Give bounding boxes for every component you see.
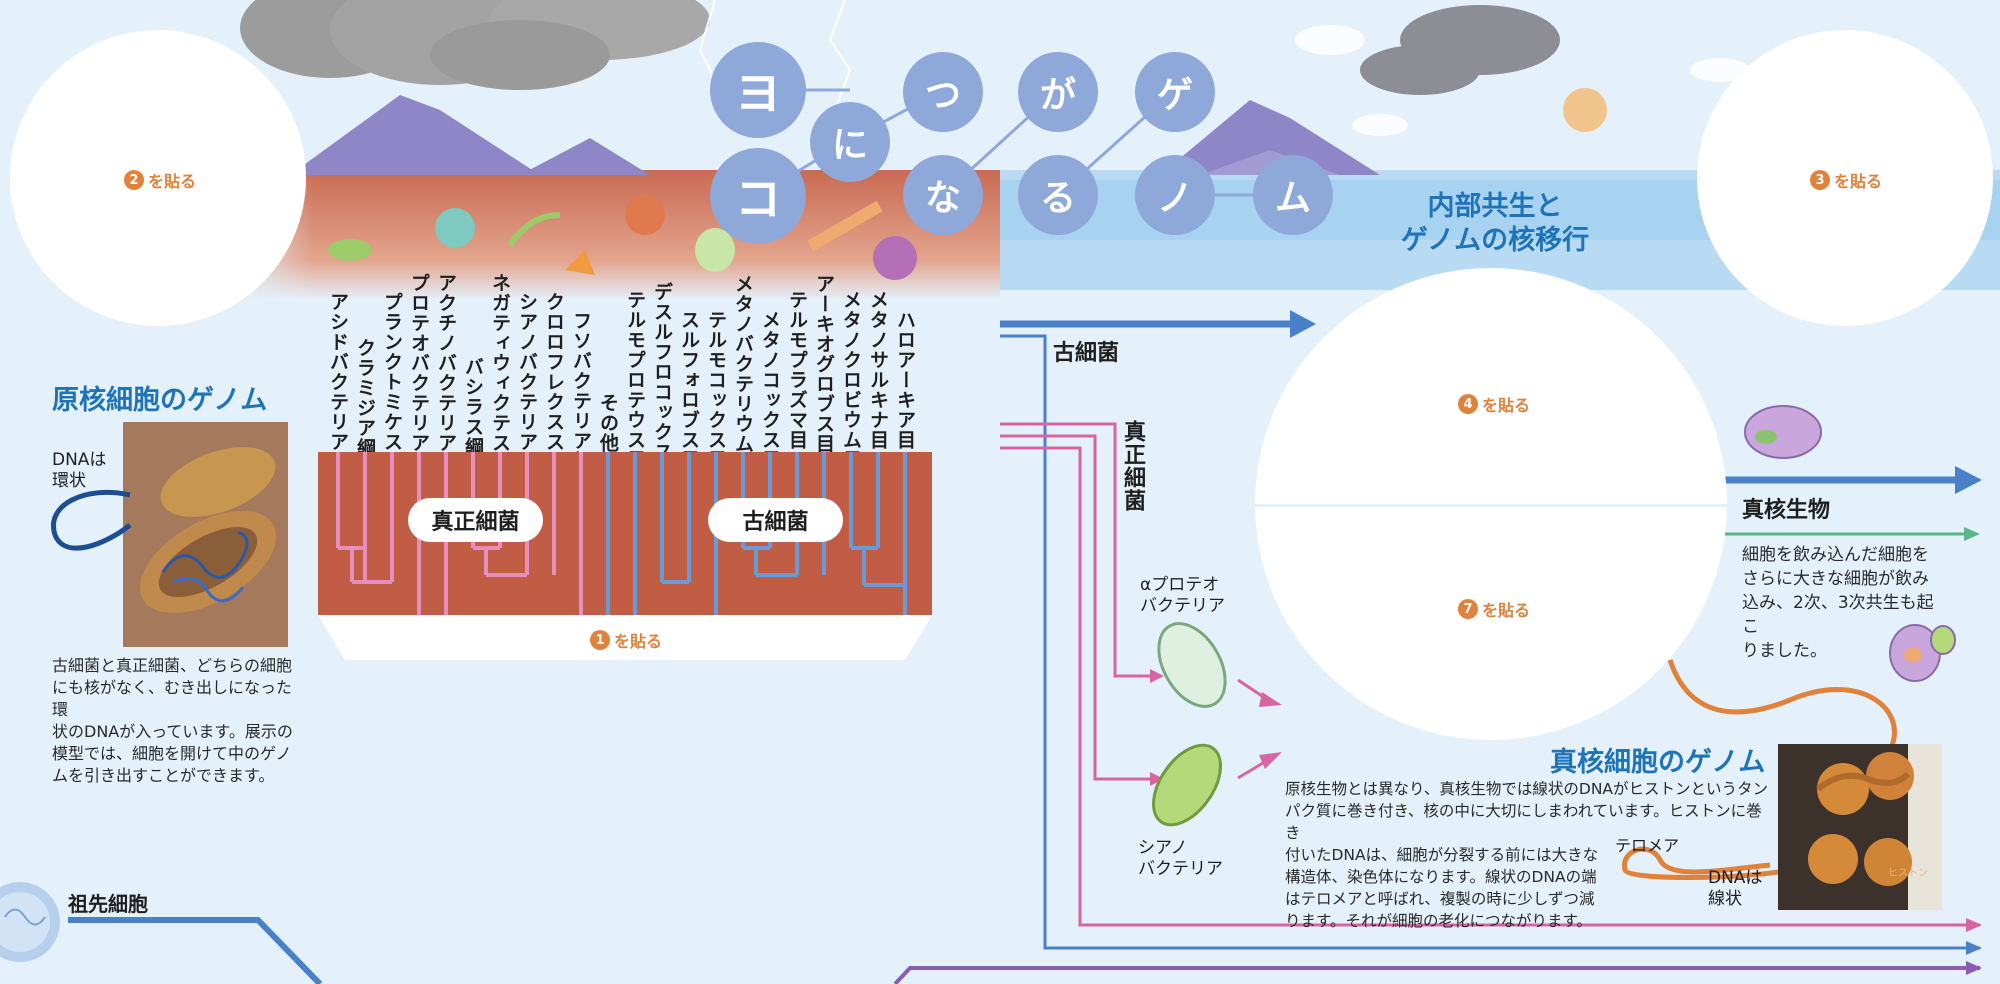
prokaryote-description: 古細菌と真正細菌、どちらの細胞 にも核がなく、むき出しになった環 状のDNAが入… [52,656,293,785]
paste-slot-3 [1697,30,1993,326]
taxon-label: クロロフレクスス綱 [543,292,565,472]
taxon-label: メタノコックス目 [759,310,781,470]
eukaryote-cell-illustration [1744,405,1822,459]
taxon-label: メタノバクテリウム目 [732,274,754,474]
title-char-tsu: つ [903,52,983,132]
taxon-label: プロテオバクテリア綱 [408,273,430,473]
taxon-label: バシラス綱 [462,357,484,457]
title-char-mu: ム [1253,155,1333,235]
taxon-label: メタノサルキナ目 [867,290,889,450]
taxon-label: その他 [597,393,619,453]
title-char-ga: が [1018,52,1098,132]
eubacteria-branch-label: 真正細菌 [1120,420,1145,512]
eukaryote-label: 真核生物 [1742,498,1831,523]
secondary-symbiosis-illustration [1889,624,1956,682]
taxon-label: クラミジア綱 [354,338,376,458]
ancestor-cell-icon [0,882,60,962]
dna-loop-prokaryote [51,489,132,551]
cyanobacteria-label: シアノ バクテリア [1138,838,1223,879]
histone-model-image: ヒストン [1778,744,1942,910]
title-char-ko: コ [710,148,806,244]
prokaryote-model-photo [123,422,288,647]
dna-circular-label: DNAは 環状 [52,450,107,491]
eukaryote-chromosome-photo: ヒストン [1778,744,1942,910]
paste-slot-divider [1255,504,1727,507]
title-char-yo: ヨ [710,42,806,138]
prokaryote-genome-heading: 原核細胞のゲノム [52,385,268,416]
taxon-label: アシドバクテリア綱 [327,292,349,472]
taxon-label: アクチノバクテリア綱 [435,273,457,473]
taxon-label: デスルフロコックス目 [651,282,673,482]
archaea-pill: 古細菌 [708,498,843,542]
taxon-label: フソバクテリア綱 [570,311,592,471]
title-char-ge: ゲ [1135,52,1215,132]
paste-slot-2 [10,30,306,326]
microbe-illustrations [328,195,917,280]
taxon-label: テルモプロテウス目 [624,290,646,470]
telomere-label: テロメア [1615,836,1680,855]
taxon-label: テルモコックス目 [705,310,727,470]
endosymbiosis-heading: 内部共生と ゲノムの核移行 [1400,191,1590,256]
taxon-label: アーキオグロブス目 [813,274,835,454]
title-char-no: ノ [1135,155,1215,235]
taxon-label: スルフォロブス目 [678,310,700,470]
ancestor-cell-label: 祖先細胞 [68,892,148,916]
taxon-label: プランクトミケス綱 [381,292,403,472]
taxon-label: ハロアーキア目 [894,310,916,450]
title-char-ru: る [1018,155,1098,235]
alpha-proteobacteria-illustration [1157,622,1227,708]
title-char-na: な [903,155,983,235]
eukaryote-genome-description: 原核生物とは異なり、真核生物では線状のDNAがヒストンというタン パク質に巻き付… [1285,780,1769,930]
eubacteria-pill: 真正細菌 [408,498,543,542]
taxon-label: ネガティウィクテス綱 [489,273,511,473]
bacteria-model-image [123,422,288,647]
eukaryote-genome-heading: 真核細胞のゲノム [1550,747,1766,778]
eukaryote-dna-strand [1622,659,1897,880]
archaea-branch-label: 古細菌 [1053,341,1120,366]
cyanobacteria-illustration [1152,743,1222,827]
alpha-proteobacteria-label: αプロテオ バクテリア [1140,575,1225,616]
title-char-ni: に [810,102,890,182]
dna-linear-label: DNAは 線状 [1708,868,1763,909]
taxon-label: メタノクロビウム目 [840,290,862,470]
taxon-label: シアノバクテリア綱 [516,292,538,472]
histone-tag: ヒストン [1888,867,1928,879]
taxon-label: テルモプラズマ目 [786,290,808,450]
eukaryote-description: 細胞を飲み込んだ細胞を さらに大きな細胞が飲み 込み、2次、3次共生も起こ りま… [1742,545,1934,661]
